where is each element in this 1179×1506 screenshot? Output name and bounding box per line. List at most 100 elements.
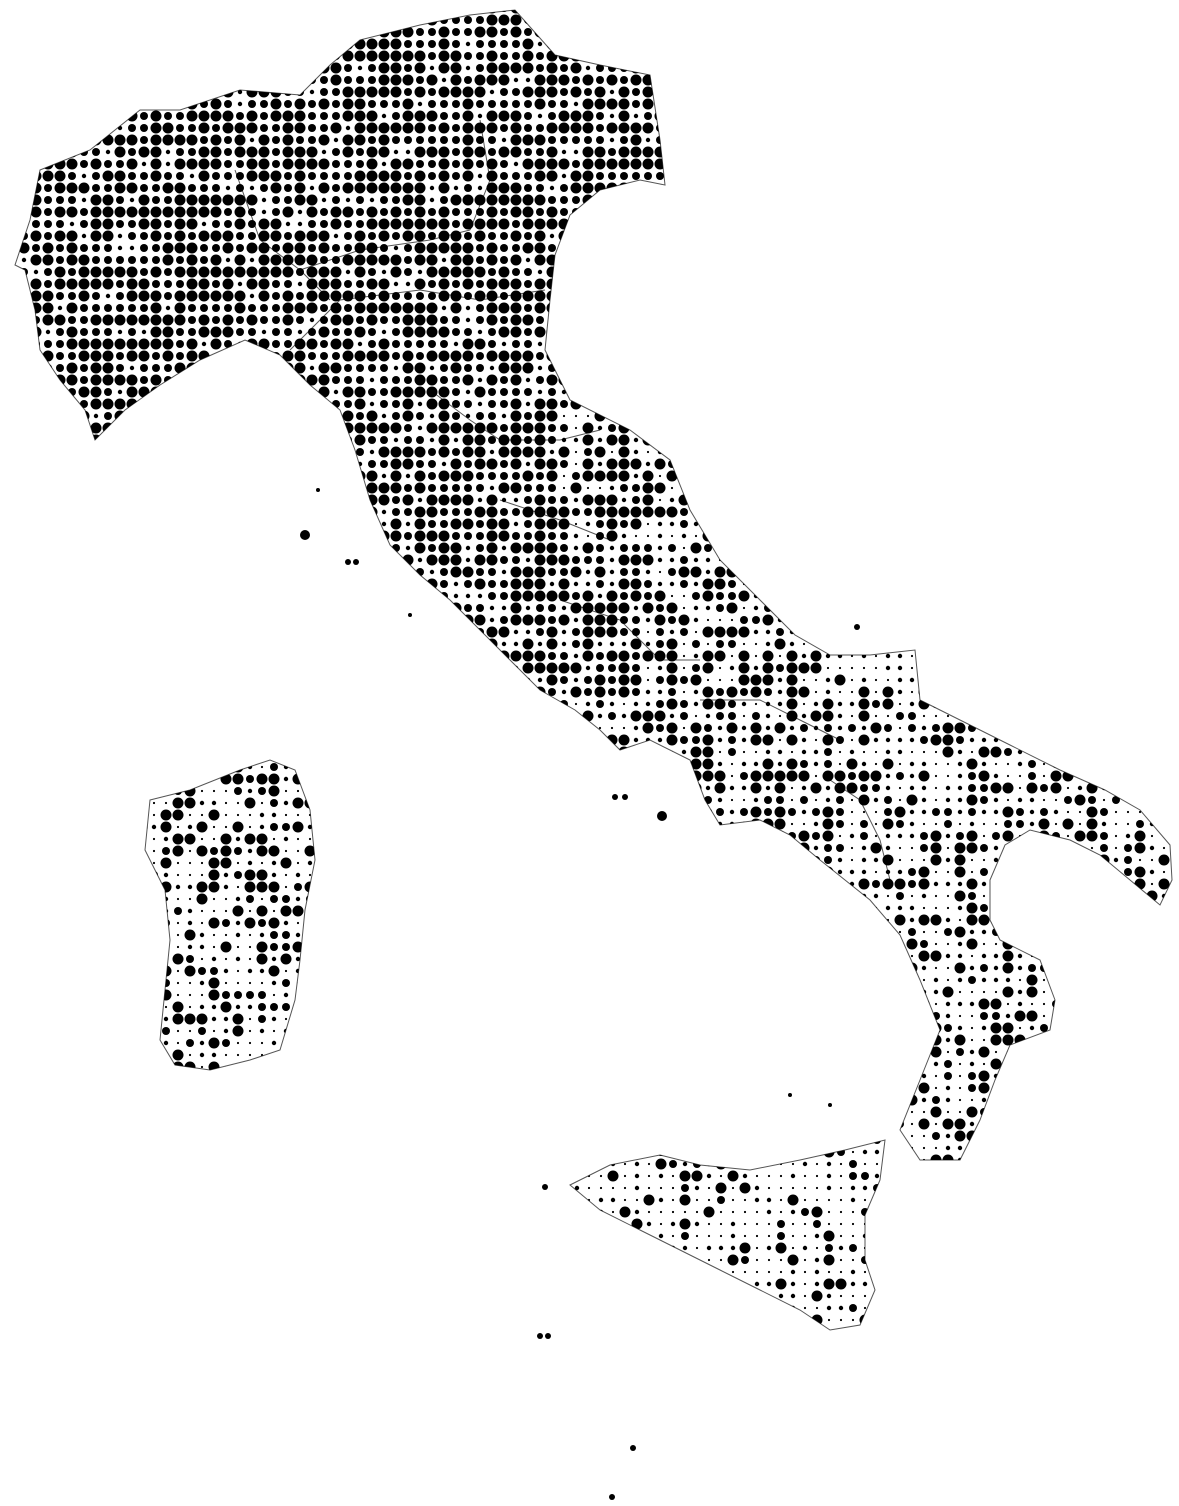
halftone-dot (248, 232, 256, 240)
halftone-dot (116, 196, 124, 204)
halftone-dot (548, 484, 556, 492)
halftone-dot (800, 196, 808, 204)
halftone-dot (1014, 98, 1026, 110)
halftone-dot (642, 470, 654, 482)
halftone-dot (702, 590, 714, 602)
halftone-dot (414, 254, 426, 266)
halftone-dot (898, 462, 902, 466)
halftone-dot (42, 62, 54, 74)
halftone-dot (390, 254, 402, 266)
halftone-dot (765, 521, 771, 527)
halftone-dot (200, 616, 208, 624)
halftone-dot (104, 412, 112, 420)
halftone-dot (632, 88, 640, 96)
halftone-dot (1122, 218, 1134, 230)
halftone-dot (582, 278, 594, 290)
halftone-dot (966, 338, 978, 350)
halftone-dot (546, 206, 558, 218)
halftone-dot (476, 472, 484, 480)
halftone-dot (606, 158, 618, 170)
halftone-dot (90, 578, 102, 590)
halftone-dot (429, 437, 435, 443)
halftone-dot (57, 449, 63, 455)
halftone-dot (693, 605, 699, 611)
halftone-dot (114, 590, 126, 602)
halftone-dot (44, 220, 52, 228)
halftone-dot (510, 230, 522, 242)
halftone-dot (104, 160, 112, 168)
halftone-dot (1101, 521, 1107, 527)
halftone-dot (656, 292, 664, 300)
halftone-dot (186, 554, 198, 566)
halftone-dot (1161, 437, 1167, 443)
halftone-dot (428, 172, 436, 180)
halftone-dot (405, 281, 411, 287)
halftone-dot (405, 605, 411, 611)
halftone-dot (414, 362, 426, 374)
halftone-dot (464, 28, 472, 36)
halftone-dot (1136, 16, 1144, 24)
halftone-dot (1158, 254, 1170, 266)
halftone-dot (368, 100, 376, 108)
halftone-dot (944, 316, 952, 324)
halftone-dot (1113, 185, 1119, 191)
halftone-dot (666, 350, 678, 362)
halftone-dot (342, 182, 354, 194)
halftone-dot (1112, 76, 1120, 84)
halftone-dot (426, 578, 438, 590)
halftone-dot (32, 220, 40, 228)
halftone-dot (15, 100, 16, 108)
halftone-dot (930, 74, 942, 86)
halftone-dot (872, 136, 880, 144)
halftone-dot (813, 533, 819, 539)
halftone-dot (294, 242, 306, 254)
halftone-dot (1134, 86, 1146, 98)
halftone-dot (1146, 602, 1158, 614)
halftone-dot (234, 62, 246, 74)
halftone-dot (1125, 161, 1131, 167)
halftone-dot (116, 616, 124, 624)
halftone-dot (390, 422, 402, 434)
halftone-dot (966, 314, 978, 326)
halftone-dot (414, 122, 426, 134)
halftone-dot (524, 520, 532, 528)
halftone-dot (546, 86, 558, 98)
halftone-dot (1161, 509, 1167, 515)
halftone-dot (826, 558, 830, 562)
halftone-dot (596, 520, 604, 528)
halftone-dot (814, 438, 818, 442)
halftone-dot (678, 254, 690, 266)
halftone-dot (186, 518, 198, 530)
halftone-dot (501, 545, 507, 551)
halftone-dot (1086, 266, 1098, 278)
halftone-dot (186, 242, 198, 254)
halftone-dot (546, 266, 558, 278)
halftone-dot (188, 316, 196, 324)
halftone-dot (162, 542, 174, 554)
halftone-dot (1038, 110, 1050, 122)
halftone-dot (966, 14, 978, 26)
halftone-dot (282, 38, 294, 50)
halftone-dot (728, 484, 736, 492)
halftone-dot (1124, 520, 1132, 528)
halftone-dot (1125, 605, 1131, 611)
halftone-dot (764, 304, 772, 312)
halftone-dot (512, 172, 520, 180)
halftone-dot (762, 482, 774, 494)
halftone-dot (786, 218, 798, 230)
halftone-dot (824, 472, 832, 480)
halftone-dot (356, 448, 364, 456)
halftone-dot (594, 86, 606, 98)
halftone-dot (546, 26, 558, 38)
halftone-dot (402, 446, 414, 458)
halftone-dot (752, 244, 760, 252)
halftone-dot (1002, 338, 1014, 350)
halftone-dot (738, 170, 750, 182)
halftone-dot (318, 134, 330, 146)
halftone-dot (618, 350, 630, 362)
halftone-dot (486, 218, 498, 230)
halftone-dot (464, 604, 472, 612)
halftone-dot (813, 17, 819, 23)
halftone-dot (848, 316, 856, 324)
halftone-dot (1124, 508, 1132, 516)
